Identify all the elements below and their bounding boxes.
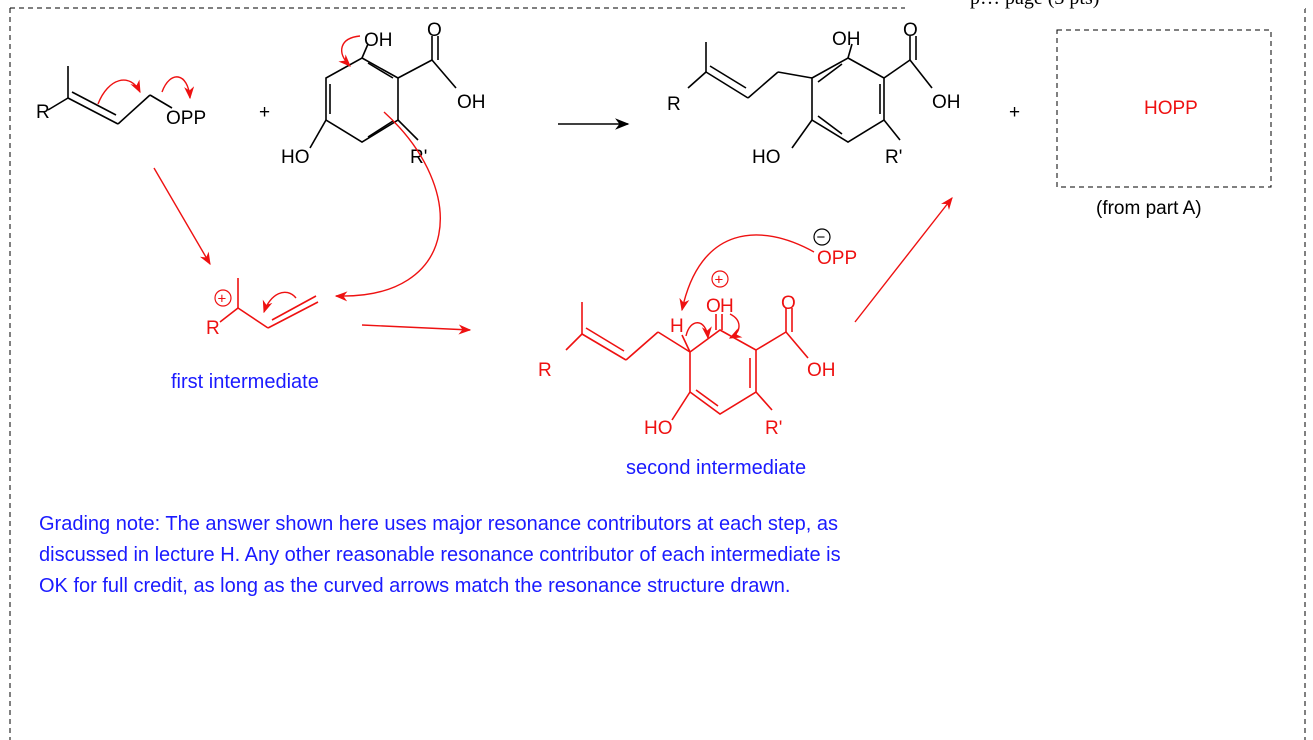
reactant-acid-carbonyl-o: O [427,20,442,41]
product-r: R [667,94,681,115]
second-intermediate-r-prime: R' [765,418,782,439]
reactant-acid-oh-acid: OH [457,92,486,113]
byproduct-hopp: HOPP [1144,98,1198,119]
second-intermediate-caption: second intermediate [626,457,806,479]
curved-arrow-ring-attack [334,111,441,302]
reactant-acid-oh-top: OH [364,30,393,51]
curved-arrow-pi-bond [97,79,141,105]
second-intermediate-structure [565,302,809,421]
plus-sign-reactants: + [259,102,270,123]
curved-arrow-allyl-resonance [262,291,297,314]
pyrophosphate-charge: − [817,229,826,246]
plus-sign-products: + [1009,102,1020,123]
second-intermediate-o: O [706,296,721,317]
second-intermediate-charge-circle [711,270,729,288]
grading-note-line-2: discussed in lecture H. Any other reason… [39,544,841,566]
reactant-benzoic-acid [309,36,457,149]
second-intermediate-ho: HO [644,418,673,439]
curved-arrow-oh-bond [728,313,743,339]
second-intermediate-oxonium-h: H [720,296,734,317]
byproduct-source-note: (from part A) [1096,198,1202,219]
curved-arrow-leaving-group [161,76,195,100]
curved-arrow-deprotonation [679,234,815,312]
first-intermediate-charge-circle [214,289,232,307]
pyrophosphate-charge-circle [813,228,831,246]
reactant-prenyl-opp-label: OPP [166,108,206,129]
second-intermediate-carbonyl-o: O [781,293,796,314]
answer-box-border [9,7,1306,740]
reactant-prenyl-opp [47,66,173,125]
byproduct-box [1056,29,1272,188]
reactant-acid-r-prime: R' [410,147,427,168]
arrow-to-second-intermediate [361,324,472,335]
first-intermediate-r: R [206,318,220,339]
second-intermediate-oh-acid: OH [807,360,836,381]
first-intermediate-caption: first intermediate [171,371,319,393]
product-prenylated-acid [687,36,933,149]
product-oh-top: OH [832,29,861,50]
header-clipped-text: p… page (3 pts) [970,0,1099,9]
arrow-to-first-intermediate [153,167,211,266]
second-intermediate-charge: + [715,272,724,289]
grading-note: Grading note: The answer shown here uses… [39,513,841,597]
product-ho: HO [752,147,781,168]
first-intermediate-structure [219,278,319,329]
second-intermediate-r: R [538,360,552,381]
reactant-acid-ho: HO [281,147,310,168]
grading-note-line-1: Grading note: The answer shown here uses… [39,513,838,535]
grading-note-line-3: OK for full credit, as long as the curve… [39,575,790,597]
second-intermediate-h: H [670,316,684,337]
reactant-prenyl-r: R [36,102,50,123]
first-intermediate-charge: + [218,291,227,308]
product-oh-acid: OH [932,92,961,113]
product-carbonyl-o: O [903,20,918,41]
pyrophosphate-opp: OPP [817,248,857,269]
product-r-prime: R' [885,147,902,168]
arrow-to-product [854,197,953,323]
curved-arrow-ch-bond [685,322,712,340]
curved-arrow-oh-lone-pair [338,35,361,67]
